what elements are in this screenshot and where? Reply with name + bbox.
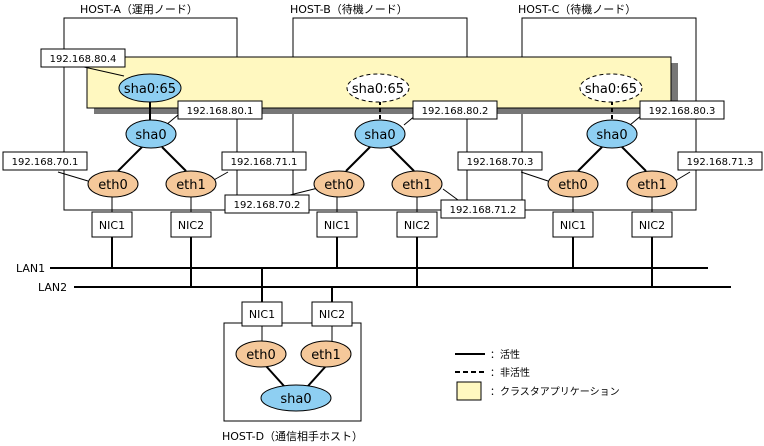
host-a-sha0-node	[125, 119, 177, 149]
legend-active-label: ：活性	[490, 348, 520, 361]
host-b-nic2-label: NIC2	[404, 219, 430, 232]
ip-b-eth1: 192.168.71.2	[450, 205, 517, 216]
ip-box-a-sha0	[177, 100, 263, 120]
legend-inactive-label: ：非活性	[490, 366, 530, 379]
host-c-eth1-node	[626, 170, 678, 198]
ip-box-c-sha0	[639, 100, 725, 120]
host-c-nic2	[631, 211, 673, 238]
ip-a-virtual: 192.168.80.4	[50, 54, 117, 65]
host-d-nic1-label: NIC1	[249, 308, 275, 321]
host-a-sha0-65-label: sha0:65	[124, 82, 176, 97]
ip-box-b-eth0	[224, 194, 310, 214]
link-c-sha0-eth0	[577, 146, 603, 172]
host-b-sha0-node	[354, 119, 406, 149]
host-b-eth0-label: eth0	[324, 178, 354, 193]
ip-box-a-eth1	[221, 151, 307, 171]
ip-box-c-eth1	[677, 151, 763, 171]
host-b-nic1-label: NIC1	[324, 219, 350, 232]
host-a-nic1-label: NIC1	[99, 219, 125, 232]
link-d-eth1-sha0	[307, 365, 327, 387]
link-c-sha0-eth1	[621, 146, 647, 172]
host-c-eth0-node	[547, 170, 599, 198]
host-c-sha0-label: sha0	[596, 128, 627, 143]
host-d-nic2-label: NIC2	[319, 308, 345, 321]
ip-b-eth0: 192.168.70.2	[234, 200, 301, 211]
ip-c-eth1: 192.168.71.3	[687, 157, 754, 168]
host-d-eth1-label: eth1	[311, 348, 341, 363]
host-a-nic2-label: NIC2	[178, 219, 204, 232]
host-d-eth0-node	[235, 340, 287, 368]
link-b-sha0-eth0	[345, 146, 371, 172]
ip-c-eth0: 192.168.70.3	[467, 157, 534, 168]
host-a-eth1-label: eth1	[176, 178, 206, 193]
ptr-a-virtual	[83, 66, 125, 77]
host-a-sha0-label: sha0	[135, 128, 166, 143]
host-b-sha0-65-label: sha0:65	[352, 82, 404, 97]
host-c-sha0-node	[586, 119, 638, 149]
ip-box-b-sha0	[412, 100, 498, 120]
host-b-eth1-node	[391, 170, 443, 198]
host-b-label: HOST-B（待機ノード）	[290, 2, 408, 16]
link-d-eth0-sha0	[265, 365, 285, 387]
host-a-nic1	[91, 211, 133, 238]
host-b-eth0-node	[313, 170, 365, 198]
host-a-eth0-node	[87, 170, 139, 198]
host-c-eth0-label: eth0	[558, 178, 588, 193]
legend-cluster-swatch	[456, 381, 482, 401]
host-d-sha0-node	[260, 384, 332, 412]
ip-a-sha0: 192.168.80.1	[187, 106, 254, 117]
host-d-eth1-node	[300, 340, 352, 368]
ptr-c-eth0	[520, 171, 549, 182]
host-d-nic1	[241, 301, 283, 327]
host-c-sha0-65-node	[579, 73, 643, 103]
ptr-c-eth1	[674, 171, 691, 182]
ip-c-sha0: 192.168.80.3	[649, 106, 716, 117]
host-b-nic1	[316, 211, 358, 238]
host-a-sha0-65-node	[118, 73, 182, 103]
host-d-eth0-label: eth0	[246, 348, 276, 363]
ip-box-b-eth1	[440, 199, 526, 219]
host-b-sha0-label: sha0	[364, 128, 395, 143]
lan1-label: LAN1	[16, 262, 45, 275]
host-c-sha0-65-label: sha0:65	[585, 82, 637, 97]
link-b-sha0-eth1	[389, 146, 415, 172]
host-b-eth1-label: eth1	[402, 178, 432, 193]
host-d-nic2	[311, 301, 353, 327]
host-c-label: HOST-C（待機ノード）	[518, 2, 636, 16]
ptr-b-eth1	[442, 188, 459, 201]
host-d-sha0-label: sha0	[280, 392, 311, 407]
host-a-eth1-node	[165, 170, 217, 198]
link-a-sha0-eth1	[161, 146, 187, 172]
ip-box-a-eth0	[2, 151, 88, 171]
host-a-eth0-label: eth0	[98, 178, 128, 193]
host-c-eth1-label: eth1	[637, 178, 667, 193]
host-c-nic1-label: NIC1	[560, 219, 586, 232]
host-c-nic1	[552, 211, 594, 238]
host-b-nic2	[396, 211, 438, 238]
ip-a-eth1: 192.168.71.1	[231, 157, 298, 168]
host-c-nic2-label: NIC2	[639, 219, 665, 232]
host-b-sha0-65-node	[346, 73, 410, 103]
host-d-label: HOST-D（通信相手ホスト）	[222, 429, 363, 443]
link-a-sha0-eth0	[117, 146, 143, 172]
ip-b-sha0: 192.168.80.2	[422, 106, 489, 117]
legend-cluster-label: ：クラスタアプリケーション	[490, 386, 620, 398]
lan2-label: LAN2	[38, 281, 67, 294]
ip-a-eth0: 192.168.70.1	[12, 157, 79, 168]
host-a-nic2	[170, 211, 212, 238]
ip-box-a-virtual	[40, 48, 126, 68]
ip-box-c-eth0	[457, 151, 543, 171]
ptr-a-eth0	[57, 171, 89, 182]
host-a-label: HOST-A（運用ノード）	[80, 3, 198, 16]
